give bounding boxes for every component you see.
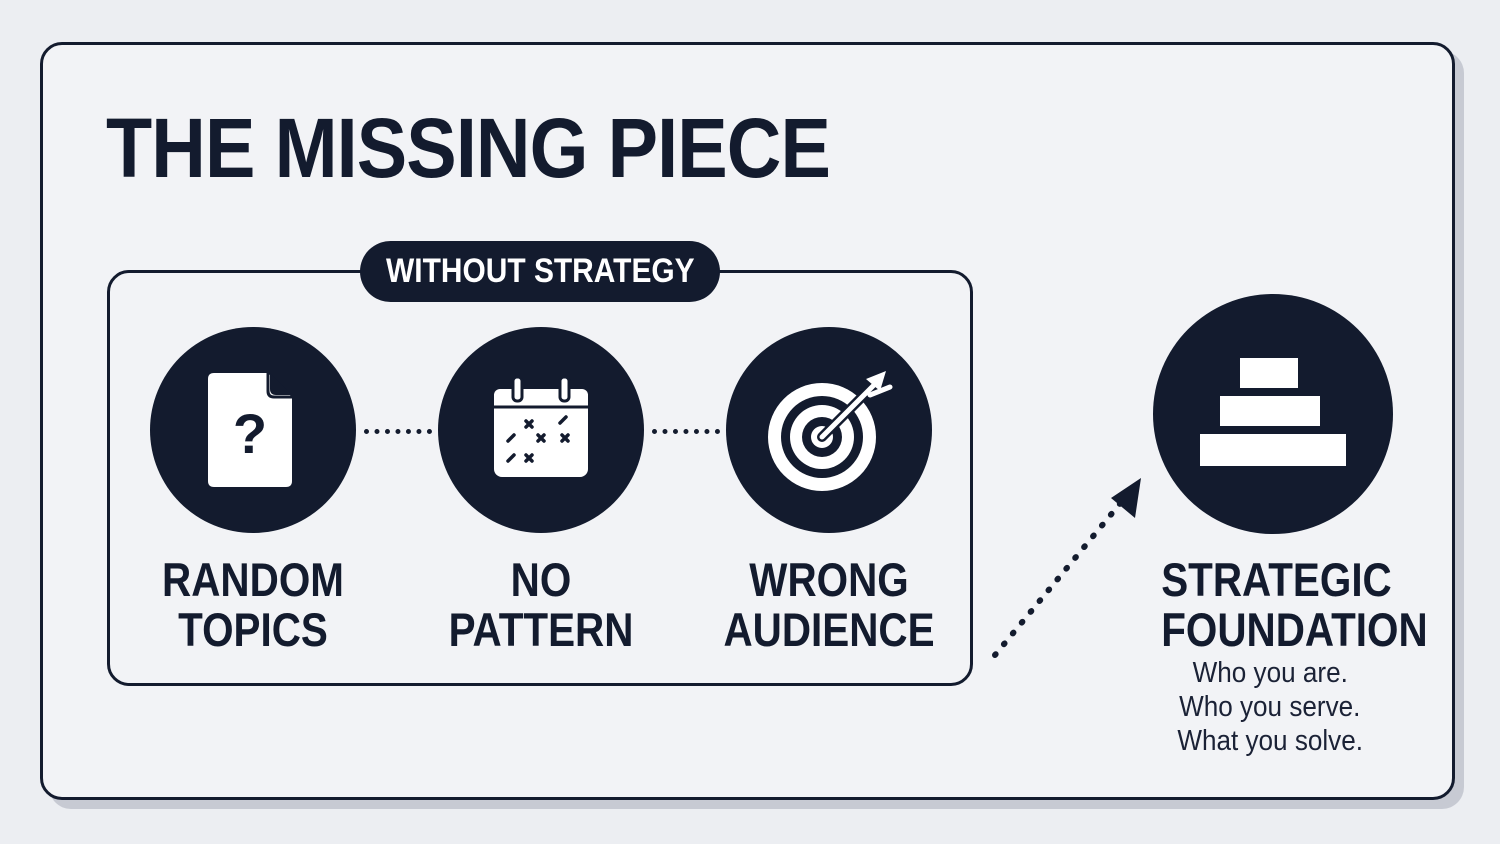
group-label-pill: WITHOUT STRATEGY xyxy=(360,241,720,302)
svg-text:?: ? xyxy=(233,402,267,465)
wrong-audience-circle xyxy=(726,327,932,533)
calendar-icon xyxy=(494,375,588,477)
what-you-solve-line: What you solve. xyxy=(1177,725,1363,757)
connector-dots-2 xyxy=(652,429,720,434)
who-you-are-line: Who you are. xyxy=(1192,657,1348,689)
no-pattern-label: NO PATTERN xyxy=(448,553,634,656)
random-topics-circle: ? xyxy=(150,327,356,533)
no-pattern-circle xyxy=(438,327,644,533)
dotted-arrow-icon xyxy=(992,478,1141,658)
random-topics-label: RANDOM TOPICS xyxy=(162,553,344,656)
question-document-icon: ? xyxy=(208,373,292,487)
target-icon xyxy=(768,371,893,491)
who-you-serve-line: Who you serve. xyxy=(1179,691,1361,723)
page-title: THE MISSING PIECE xyxy=(106,101,831,195)
strategic-foundation-label: STRATEGIC FOUNDATION xyxy=(1161,553,1428,656)
strategic-foundation-circle xyxy=(1153,294,1393,534)
stacked-blocks-icon xyxy=(1200,358,1346,466)
connector-dots-1 xyxy=(364,429,432,434)
group-label: WITHOUT STRATEGY xyxy=(385,252,695,290)
wrong-audience-label: WRONG AUDIENCE xyxy=(723,553,935,656)
